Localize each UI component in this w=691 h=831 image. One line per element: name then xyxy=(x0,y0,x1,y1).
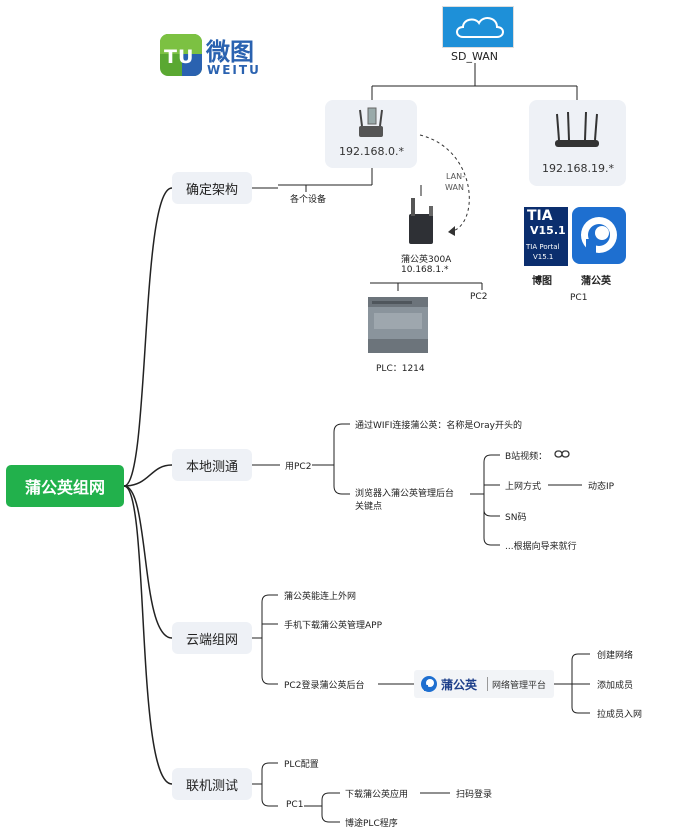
network-left-ip: 192.168.0.* xyxy=(339,145,404,158)
branch-joint-test: 联机测试 xyxy=(172,768,252,800)
pc1-label: PC1 xyxy=(570,293,588,303)
sd-wan-label: SD_WAN xyxy=(451,50,498,63)
router-300a-ip: 10.168.1.* xyxy=(401,265,449,275)
pc2-login: PC2登录蒲公英后台 xyxy=(284,681,365,691)
logo-name-en: WEITU xyxy=(207,63,261,77)
cloud-icon xyxy=(456,17,504,38)
branch-architecture: 确定架构 xyxy=(172,172,252,204)
platform-name: 网络管理平台 xyxy=(492,681,547,691)
download-pgy-app: 下载蒲公英应用 xyxy=(345,790,409,800)
network-right-ip: 192.168.19.* xyxy=(542,162,614,175)
pgy-platform-banner: 蒲公英 网络管理平台 xyxy=(414,670,554,698)
pull-member: 拉成员入网 xyxy=(597,710,643,720)
internet-mode: 上网方式 xyxy=(505,482,542,492)
create-network: 创建网络 xyxy=(597,651,634,661)
pgy-logo-icon xyxy=(581,217,617,253)
link-icon[interactable] xyxy=(554,449,570,459)
sn-code: SN码 xyxy=(505,513,527,523)
pc1-node: PC1 xyxy=(286,800,304,810)
network-card-left: 192.168.0.* xyxy=(325,100,417,168)
pgy-caption: 蒲公英 xyxy=(581,276,611,287)
tia-portal-icon: TIA V15.1 TIA Portal V15.1 xyxy=(524,207,568,266)
key-points: 关键点 xyxy=(355,502,383,512)
plc-icon xyxy=(368,297,428,353)
router-icon xyxy=(359,107,383,137)
sd-wan-cloud xyxy=(442,6,514,48)
program-plc: 博途PLC程序 xyxy=(345,819,398,829)
scan-login: 扫码登录 xyxy=(456,790,493,800)
tia-caption: 博图 xyxy=(532,276,552,287)
lan-label: LAN- xyxy=(446,172,465,181)
router-icon xyxy=(555,111,599,147)
add-member: 添加成员 xyxy=(597,681,634,691)
pc2-label: PC2 xyxy=(470,292,488,302)
pgy-app-icon xyxy=(572,207,626,264)
network-card-right: 192.168.19.* xyxy=(529,100,626,186)
dynamic-ip: 动态IP xyxy=(588,482,615,492)
bilibili-video: B站视频： xyxy=(505,452,548,462)
external-network: 蒲公英能连上外网 xyxy=(284,592,357,602)
platform-divider xyxy=(487,677,488,691)
platform-brand: 蒲公英 xyxy=(441,678,478,692)
browser-admin: 浏览器入蒲公英管理后台 xyxy=(355,489,455,499)
weitu-logo: TU 微图 WEITU xyxy=(160,34,270,78)
use-pc2: 用PC2 xyxy=(285,462,312,472)
follow-wizard: ...根据向导来就行 xyxy=(505,542,577,552)
wifi-connect: 通过WIFI连接蒲公英：名称是Oray开头的 xyxy=(355,421,523,431)
router-300a-name: 蒲公英300A xyxy=(401,255,452,265)
router-300a-icon xyxy=(409,198,433,244)
root-node: 蒲公英组网 xyxy=(6,465,124,507)
branch-cloud-network: 云端组网 xyxy=(172,622,252,654)
pgy-small-icon xyxy=(421,676,437,692)
plc-label: PLC：1214 xyxy=(376,364,425,374)
wan-label: WAN xyxy=(445,183,464,192)
logo-name-cn: 微图 xyxy=(206,38,254,66)
each-device-label: 各个设备 xyxy=(290,195,327,205)
logo-mark-text: TU xyxy=(164,46,195,68)
download-app: 手机下载蒲公英管理APP xyxy=(284,621,383,631)
plc-config: PLC配置 xyxy=(284,760,319,770)
branch-local-test: 本地测通 xyxy=(172,449,252,481)
logo-mark: TU xyxy=(160,34,202,76)
